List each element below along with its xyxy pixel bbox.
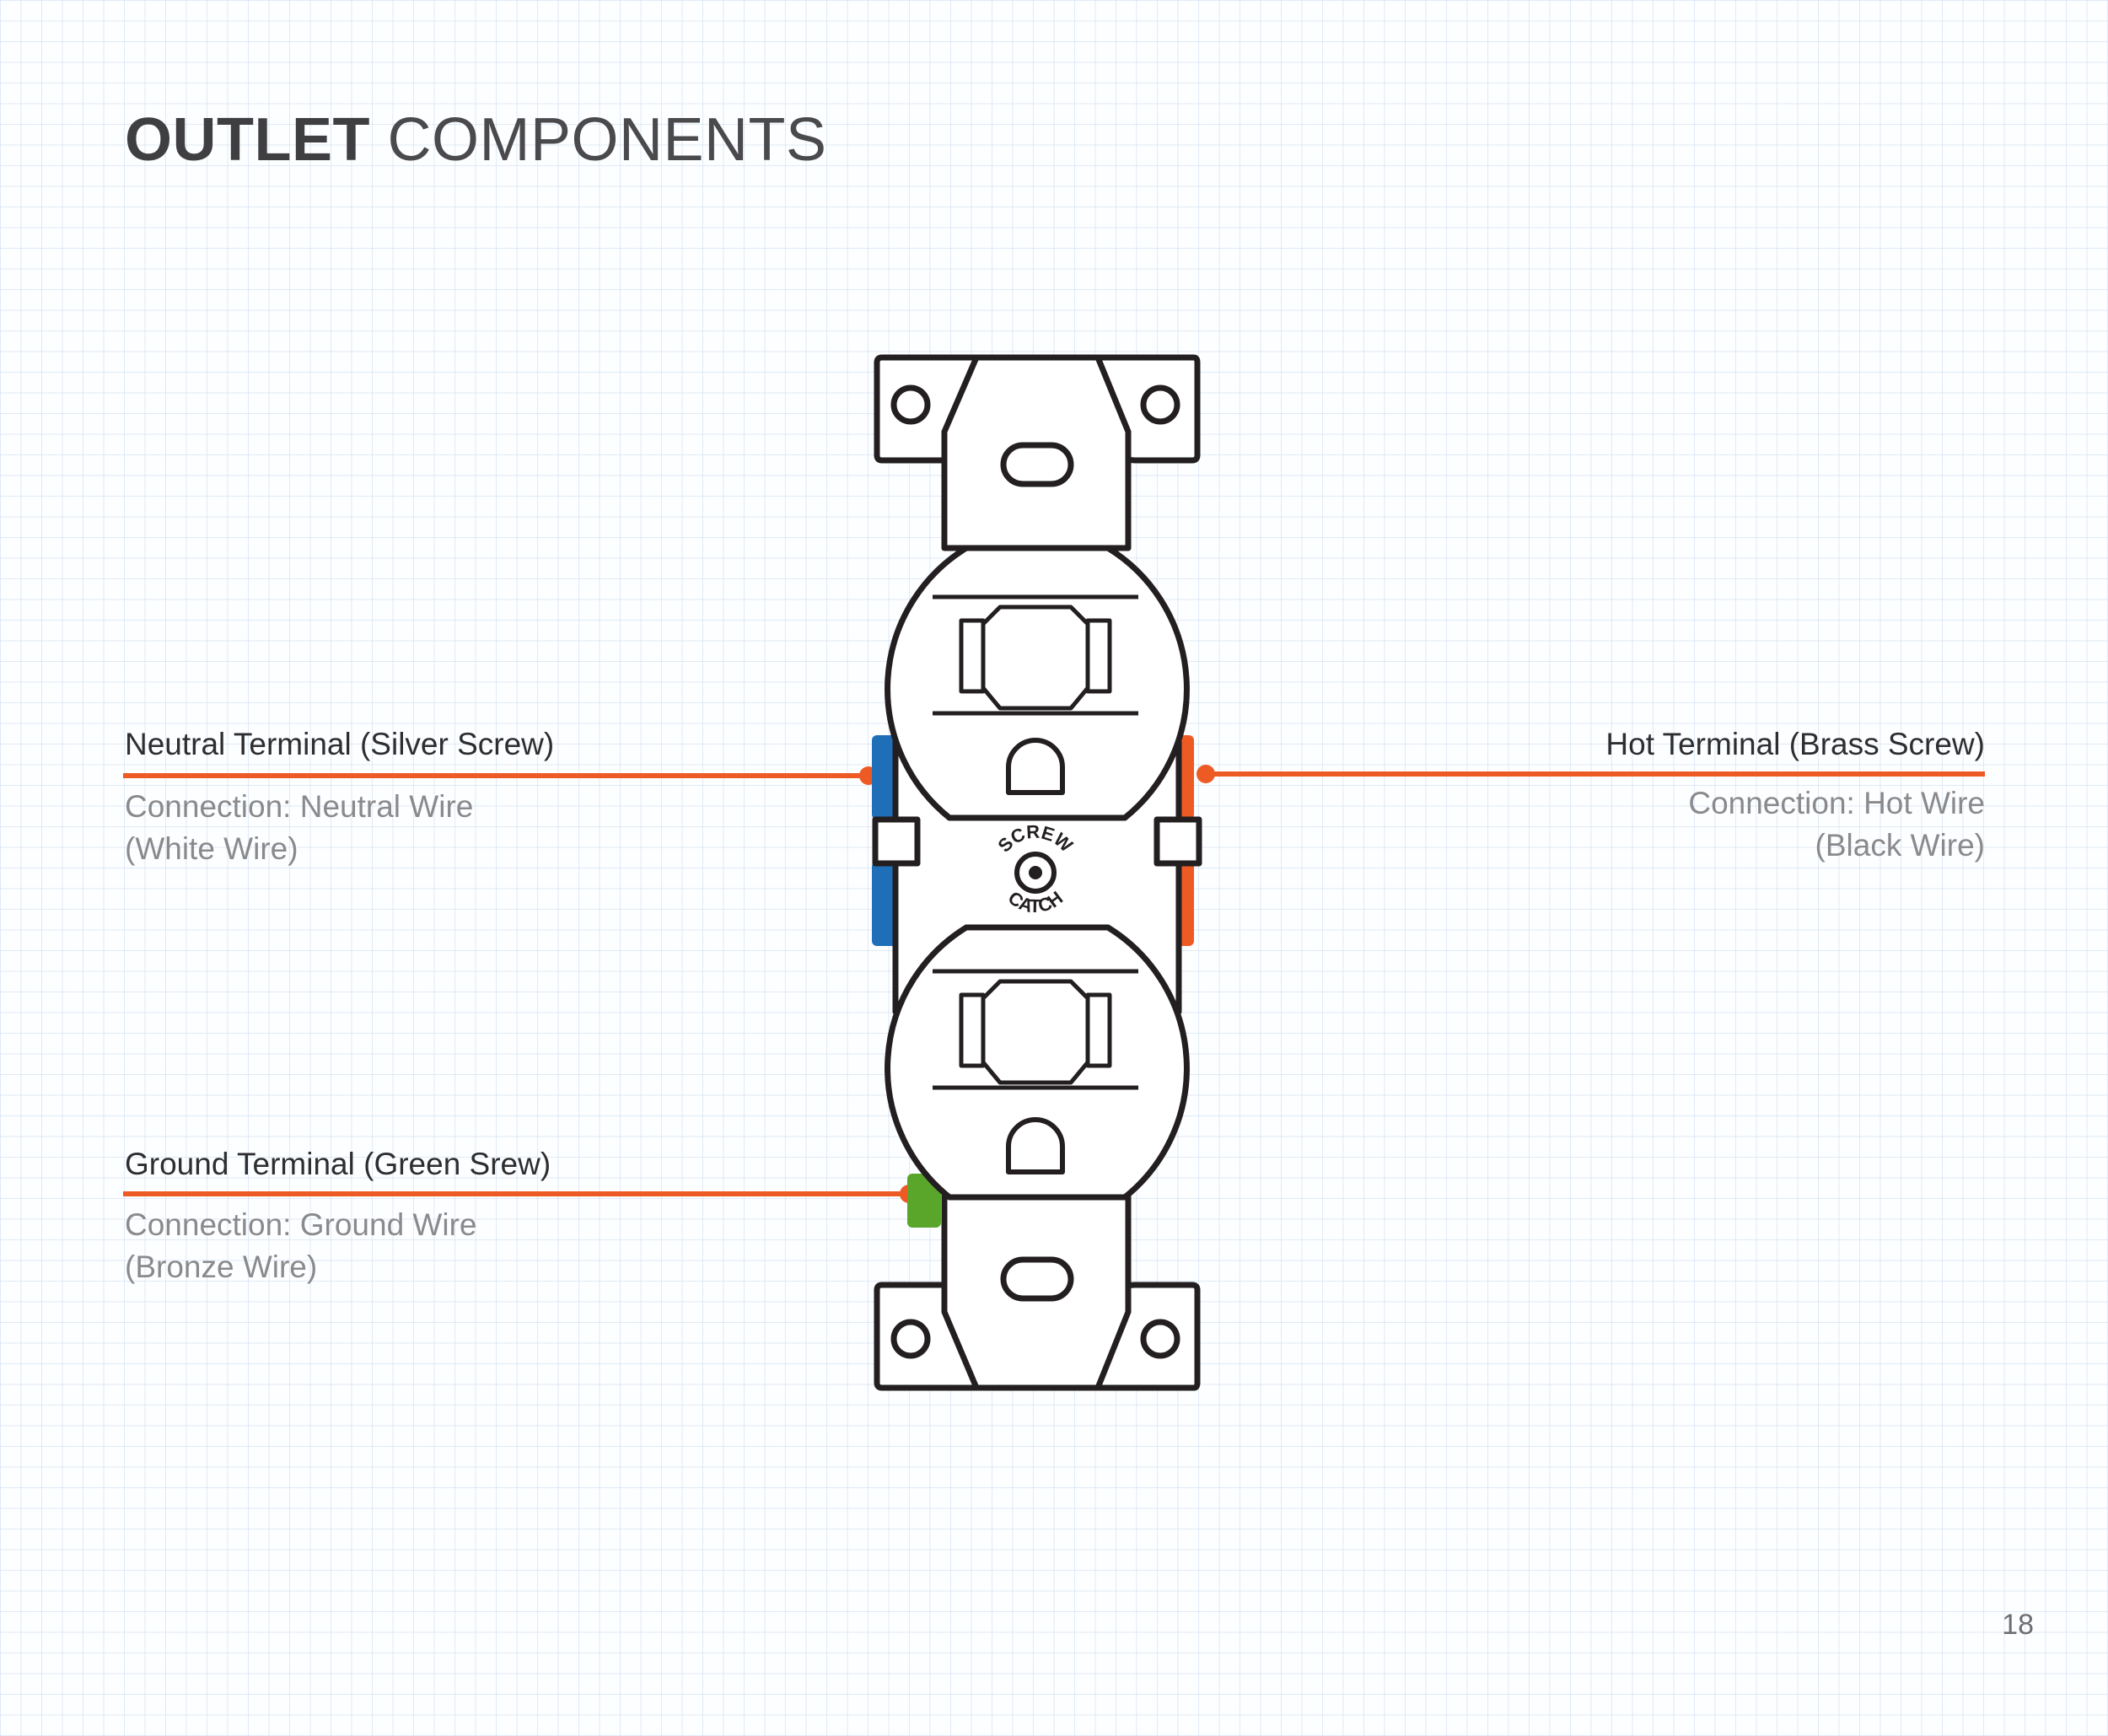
neutral-terminal-label: Neutral Terminal (Silver Screw) xyxy=(125,727,555,761)
hot-wire-text: (Black Wire) xyxy=(1815,828,1985,863)
hot-connection-text: Connection: Hot Wire xyxy=(1688,786,1985,820)
neutral-screw-bottom xyxy=(872,862,899,946)
bottom-ground-hole xyxy=(1006,1117,1065,1174)
hot-terminal-label: Hot Terminal (Brass Screw) xyxy=(1605,727,1985,761)
top-right-ear-hole xyxy=(1140,384,1180,425)
bottom-right-slot xyxy=(1085,992,1112,1068)
right-mid-tab xyxy=(1153,816,1202,867)
page-number: 18 xyxy=(2002,1609,2034,1641)
top-strap-slot xyxy=(1000,442,1074,487)
bottom-right-ear-hole xyxy=(1140,1319,1180,1359)
hot-leader-dot xyxy=(1197,765,1215,783)
bottom-strap-slot xyxy=(1000,1256,1074,1302)
page-title-bold: OUTLET xyxy=(125,106,370,174)
bottom-slot-frame xyxy=(981,979,1090,1085)
ground-terminal-label: Ground Terminal (Green Srew) xyxy=(125,1147,551,1181)
page-title: OUTLET COMPONENTS xyxy=(125,110,827,170)
top-left-ear-hole xyxy=(890,384,931,425)
top-right-slot xyxy=(1085,618,1112,694)
top-left-slot xyxy=(959,618,986,694)
center-screw-hole xyxy=(1029,866,1042,879)
neutral-connection-text: Connection: Neutral Wire xyxy=(125,789,474,824)
bottom-left-ear-hole xyxy=(890,1319,931,1359)
outlet: SCREW CATCH xyxy=(872,354,1202,1391)
bottom-left-slot xyxy=(959,992,986,1068)
neutral-screw-top xyxy=(872,735,899,820)
page-title-light: COMPONENTS xyxy=(387,106,827,174)
neutral-wire-text: (White Wire) xyxy=(125,831,298,866)
ground-screw xyxy=(907,1174,941,1228)
ground-connection-text: Connection: Ground Wire xyxy=(125,1207,477,1242)
ground-wire-text: (Bronze Wire) xyxy=(125,1250,318,1284)
top-slot-frame xyxy=(981,605,1090,711)
top-ground-hole xyxy=(1006,738,1065,795)
left-mid-tab xyxy=(872,816,921,867)
